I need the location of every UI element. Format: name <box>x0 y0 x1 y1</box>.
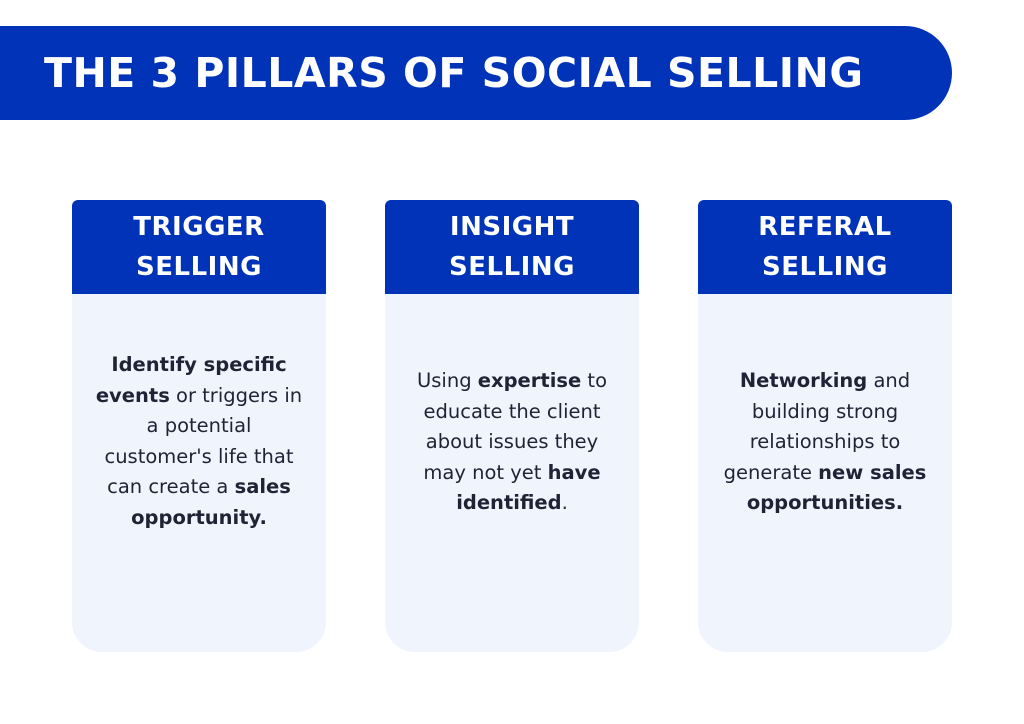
description-line: events or triggers in <box>86 381 312 412</box>
description-bold-text: identified <box>456 491 562 514</box>
description-bold-text: expertise <box>477 369 582 392</box>
description-line: can create a sales <box>86 472 312 503</box>
description-line: building strong <box>712 397 938 428</box>
pillar-title-line1: INSIGHT <box>449 212 575 242</box>
description-line: may not yet have <box>399 458 625 489</box>
title-banner: THE 3 PILLARS OF SOCIAL SELLING <box>0 26 952 120</box>
pillar-card-trigger-selling: TRIGGER SELLING Identify specific events … <box>72 200 326 652</box>
description-line: generate new sales <box>712 458 938 489</box>
description-text: educate the client <box>423 399 601 423</box>
description-bold-text: Identify specific <box>111 353 287 376</box>
description-bold-text: have <box>547 460 601 484</box>
description-text: . <box>561 491 568 514</box>
description-text: to <box>581 369 608 392</box>
description-bold-text: events <box>95 383 170 407</box>
description-text: about issues they <box>425 430 599 453</box>
pillar-card-header: INSIGHT SELLING <box>385 200 639 294</box>
description-line: customer's life that <box>86 442 312 473</box>
pillar-title-line2: SELLING <box>136 252 262 282</box>
pillar-title-line2: SELLING <box>762 252 888 282</box>
description-text: customer's life that <box>104 444 294 468</box>
pillar-title-line1: REFERAL <box>758 212 892 242</box>
description-text: generate <box>723 460 819 484</box>
pillar-card-header: TRIGGER SELLING <box>72 200 326 294</box>
pillar-title-line2: SELLING <box>449 252 575 282</box>
description-text: can create a <box>107 475 235 498</box>
pillar-card-header: REFERAL SELLING <box>698 200 952 294</box>
description-bold-text: opportunities. <box>746 491 904 514</box>
description-line: educate the client <box>399 397 625 428</box>
description-text: a potential <box>146 414 252 437</box>
description-text: Using <box>416 369 478 392</box>
description-line: about issues they <box>399 427 625 458</box>
description-text: may not yet <box>423 460 548 484</box>
description-text: building strong <box>751 399 899 423</box>
description-line: Identify specific <box>86 350 312 381</box>
pillar-title-line1: TRIGGER <box>133 212 265 242</box>
description-line: Using expertise to <box>399 366 625 397</box>
description-bold-text: new sales <box>818 460 927 484</box>
description-bold-text: sales <box>234 475 291 498</box>
description-line: Networking and <box>712 366 938 397</box>
description-text: or triggers in <box>169 383 303 407</box>
description-line: identified. <box>399 488 625 519</box>
description-bold-text: Networking <box>739 369 868 392</box>
description-bold-text: opportunity. <box>131 505 267 529</box>
description-line: opportunities. <box>712 488 938 519</box>
description-line: a potential <box>86 411 312 442</box>
description-line: relationships to <box>712 427 938 458</box>
description-text: relationships to <box>749 430 901 453</box>
page-title: THE 3 PILLARS OF SOCIAL SELLING <box>44 49 864 97</box>
description-line: opportunity. <box>86 503 312 534</box>
description-text: and <box>867 369 911 392</box>
